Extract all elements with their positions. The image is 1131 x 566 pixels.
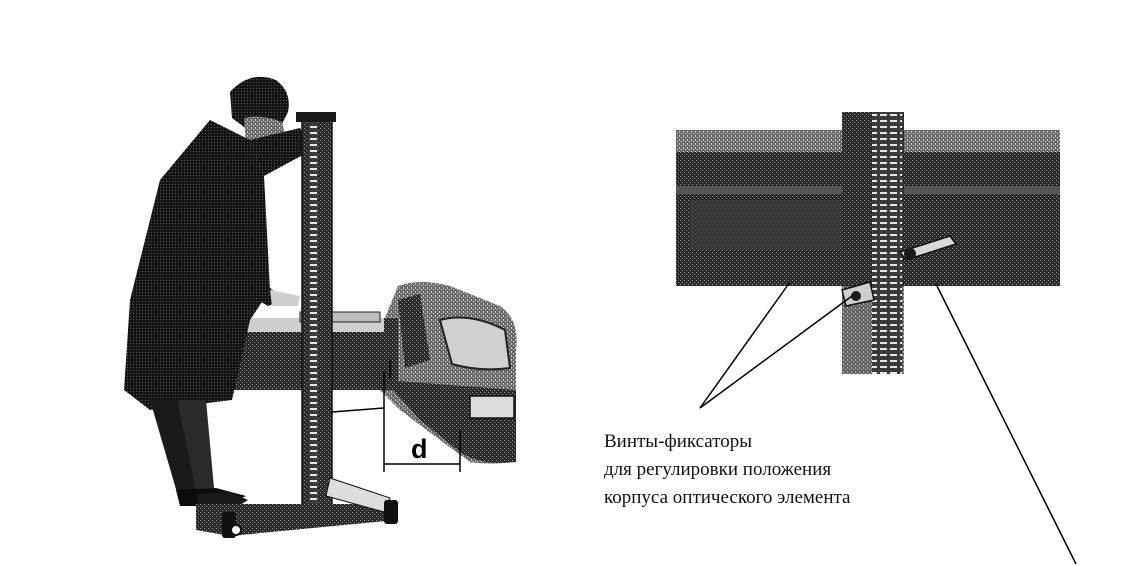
pointer-lines (699, 281, 1077, 565)
caption-line-1: Винты-фиксаторы (604, 431, 753, 452)
operator-figure (124, 76, 312, 510)
caption-line-2: для регулировки положения (604, 459, 832, 480)
locking-screw-upper (898, 235, 958, 261)
locking-screw-lower (841, 281, 875, 307)
tester-column (196, 112, 398, 538)
distance-dimension (331, 360, 461, 472)
right-photo (676, 112, 1077, 565)
caption-line-3: корпуса оптического элемента (604, 487, 851, 508)
screws-caption: Винты-фиксаторы для регулировки положени… (604, 428, 850, 512)
car-front (380, 282, 517, 464)
left-photo (124, 76, 517, 538)
distance-label: d (411, 434, 428, 464)
